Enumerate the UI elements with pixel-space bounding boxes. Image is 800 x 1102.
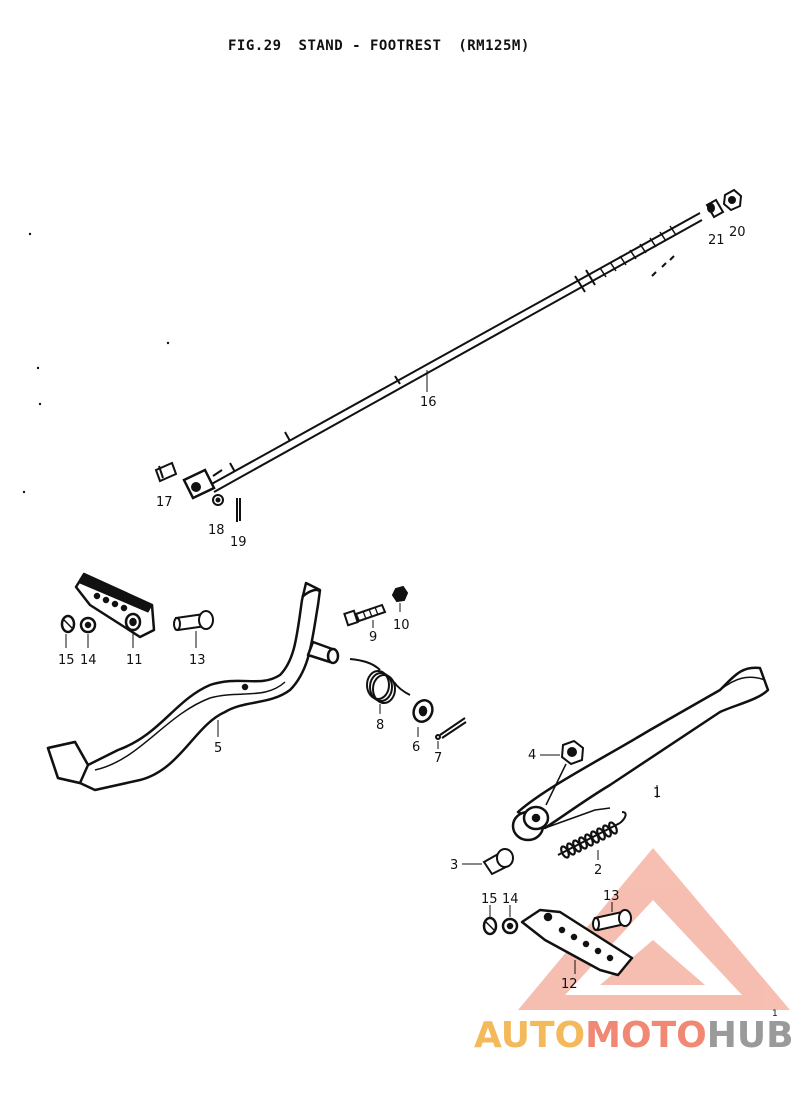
part-15-cotter-pin-right [482,916,498,936]
callout-20: 20 [729,225,746,240]
part-3-pivot-bolt [482,848,514,876]
figure-title: FIG.29 STAND - FOOTREST (RM125M) [228,38,538,54]
callout-10: 10 [393,618,410,633]
callout-13-right: 13 [603,889,620,904]
callout-19: 19 [230,535,247,550]
callout-2: 2 [594,863,602,878]
callout-15-right: 15 [481,892,498,907]
watermark-logo: AUTOMOTOHUB [474,1018,794,1054]
callout-5: 5 [214,741,222,756]
part-7-cotter-pin [435,717,467,740]
callout-3: 3 [450,858,458,873]
part-14-washer-right [501,917,519,935]
callout-9: 9 [369,630,377,645]
callout-labels: 1 2 3 4 5 6 7 8 9 10 11 12 13 13 14 14 1… [58,225,778,1019]
figure-number: FIG.29 [228,38,282,54]
callout-17: 17 [156,495,173,510]
callout-4: 4 [528,748,536,763]
part-18-washer [212,494,224,506]
part-15-cotter-pin-left [60,614,76,634]
corner-mark: 1 [772,1009,778,1019]
watermark-auto: AUTO [474,1015,586,1056]
part-13-pin-left [173,610,214,632]
part-21-collar [705,198,725,219]
callout-21: 21 [708,233,725,248]
part-20-nut [722,188,743,212]
callout-12: 12 [561,977,578,992]
part-1-side-stand [511,666,770,842]
part-13-pin-right [592,909,632,932]
figure-model: (RM125M) [458,38,530,54]
callout-14-right: 14 [502,892,519,907]
callout-8: 8 [376,718,384,733]
callout-7: 7 [434,751,442,766]
callout-18: 18 [208,523,225,538]
callout-15-left: 15 [58,653,75,668]
callout-1: 1 [653,786,661,801]
part-4-nut [545,739,585,806]
figure-name: STAND - FOOTREST [298,38,442,54]
part-16-brake-rod [182,212,703,500]
part-9-bolt [343,603,387,627]
part-2-stand-spring [557,811,627,859]
rod-guide-mark [651,255,675,277]
watermark-hub: HUB [706,1015,794,1056]
callout-13-left: 13 [189,653,206,668]
part-11-footrest-left [74,572,156,639]
part-10-nut [391,585,409,603]
part-17-pin [154,461,178,483]
part-12-footrest-right [520,908,634,977]
callout-16: 16 [420,395,437,410]
callout-14-left: 14 [80,653,97,668]
part-19-cotter-pin [236,498,241,522]
watermark-moto: MOTO [585,1015,707,1056]
part-5-brake-pedal [46,581,340,792]
callout-11: 11 [126,653,143,668]
part-8-return-spring [349,658,411,704]
scan-specks [22,232,170,494]
callout-6: 6 [412,740,420,755]
part-6-washer [412,699,434,723]
part-14-washer-left [79,616,97,634]
